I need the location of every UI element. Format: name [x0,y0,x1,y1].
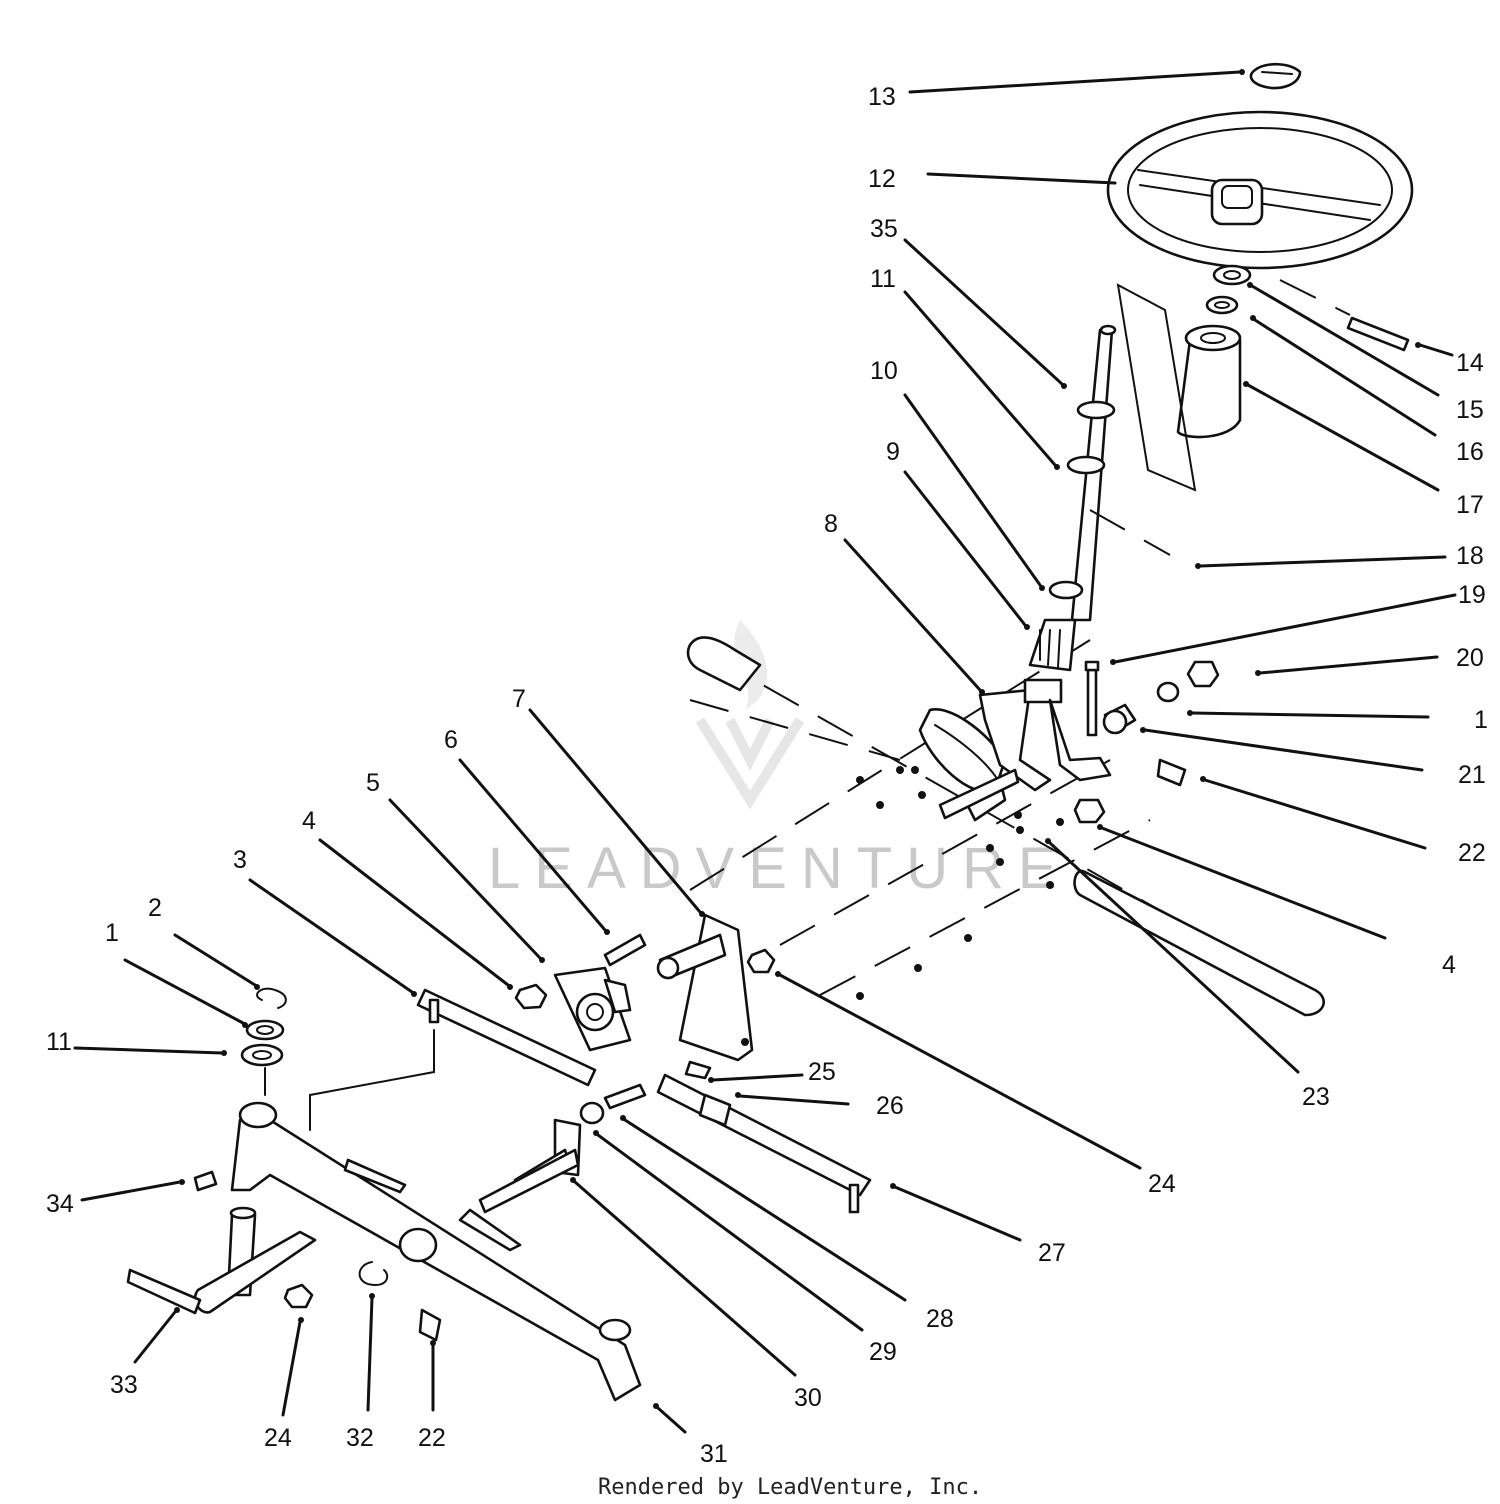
front-axle [686,636,1325,1017]
callout-30: 30 [794,1384,822,1412]
callout-24-bottom: 24 [264,1424,292,1452]
footer-credit: Rendered by LeadVenture, Inc. [598,1475,982,1500]
callout-7: 7 [512,685,526,713]
callout-15: 15 [1456,396,1484,424]
bolt-6 [603,933,647,967]
callout-6: 6 [444,726,458,754]
dash-panel-outline [1116,283,1197,492]
drag-link-27 [656,1060,872,1214]
steering-gear-bracket [918,660,1112,822]
grease-fitting-34 [193,1170,218,1192]
nut-4-left [514,983,548,1010]
callout-13: 13 [868,83,896,111]
steering-wheel [1106,110,1414,270]
pitman-plate-7 [656,913,754,1062]
callout-32: 32 [346,1424,374,1452]
callout-1-right: 1 [1474,706,1488,734]
callout-26: 26 [876,1092,904,1120]
callout-22-right: 22 [1458,839,1486,867]
callout-24-mid: 24 [1148,1170,1176,1198]
callout-20: 20 [1456,644,1484,672]
callout-5: 5 [366,769,380,797]
bolt-28-washer-29 [579,1083,647,1125]
callout-3: 3 [233,846,247,874]
callout-29: 29 [869,1338,897,1366]
bushing-17 [1176,324,1242,439]
callout-8: 8 [824,510,838,538]
washers-1-11-clip-2 [240,987,287,1096]
hardware-right [1056,660,1220,826]
callout-17: 17 [1456,491,1484,519]
callout-2: 2 [148,894,162,922]
grease-fitting-22-bottom [418,1308,442,1342]
callout-4-right: 4 [1442,951,1456,979]
callout-19: 19 [1458,581,1486,609]
flange-bearing-5 [553,966,632,1052]
cap-13 [1249,62,1302,90]
tie-rod-3 [309,988,597,1131]
callout-34: 34 [46,1190,74,1218]
pin-14 [1279,279,1410,352]
axle-beam [230,1101,642,1402]
callout-23: 23 [1302,1083,1330,1111]
nut-24-mid [746,948,776,974]
callout-25: 25 [808,1058,836,1086]
callout-1-left: 1 [105,919,119,947]
callout-33: 33 [110,1371,138,1399]
steering-shaft [1028,324,1171,672]
callout-21: 21 [1458,761,1486,789]
callout-22-bottom: 22 [418,1424,446,1452]
callout-18: 18 [1456,542,1484,570]
leader-lines [73,69,1457,1434]
callout-labels: 13 12 35 11 10 9 8 7 6 5 4 3 2 1 11 34 3… [46,83,1488,1468]
spindle-33 [126,1206,317,1315]
clip-32 [358,1261,389,1287]
callout-4-left: 4 [302,807,316,835]
callout-31: 31 [700,1440,728,1468]
callout-35: 35 [870,215,898,243]
callout-9: 9 [886,438,900,466]
callout-11-top: 11 [870,265,896,293]
callout-11-left: 11 [46,1028,72,1056]
watermark-text: LEADVENTURE [488,836,1071,901]
callout-12: 12 [868,165,896,193]
callout-27: 27 [1038,1239,1066,1267]
callout-16: 16 [1456,438,1484,466]
callout-10: 10 [870,357,898,385]
nut-24-bottom [283,1283,314,1309]
callout-28: 28 [926,1305,954,1333]
washers-15-16 [1205,264,1252,315]
callout-14: 14 [1456,349,1484,377]
